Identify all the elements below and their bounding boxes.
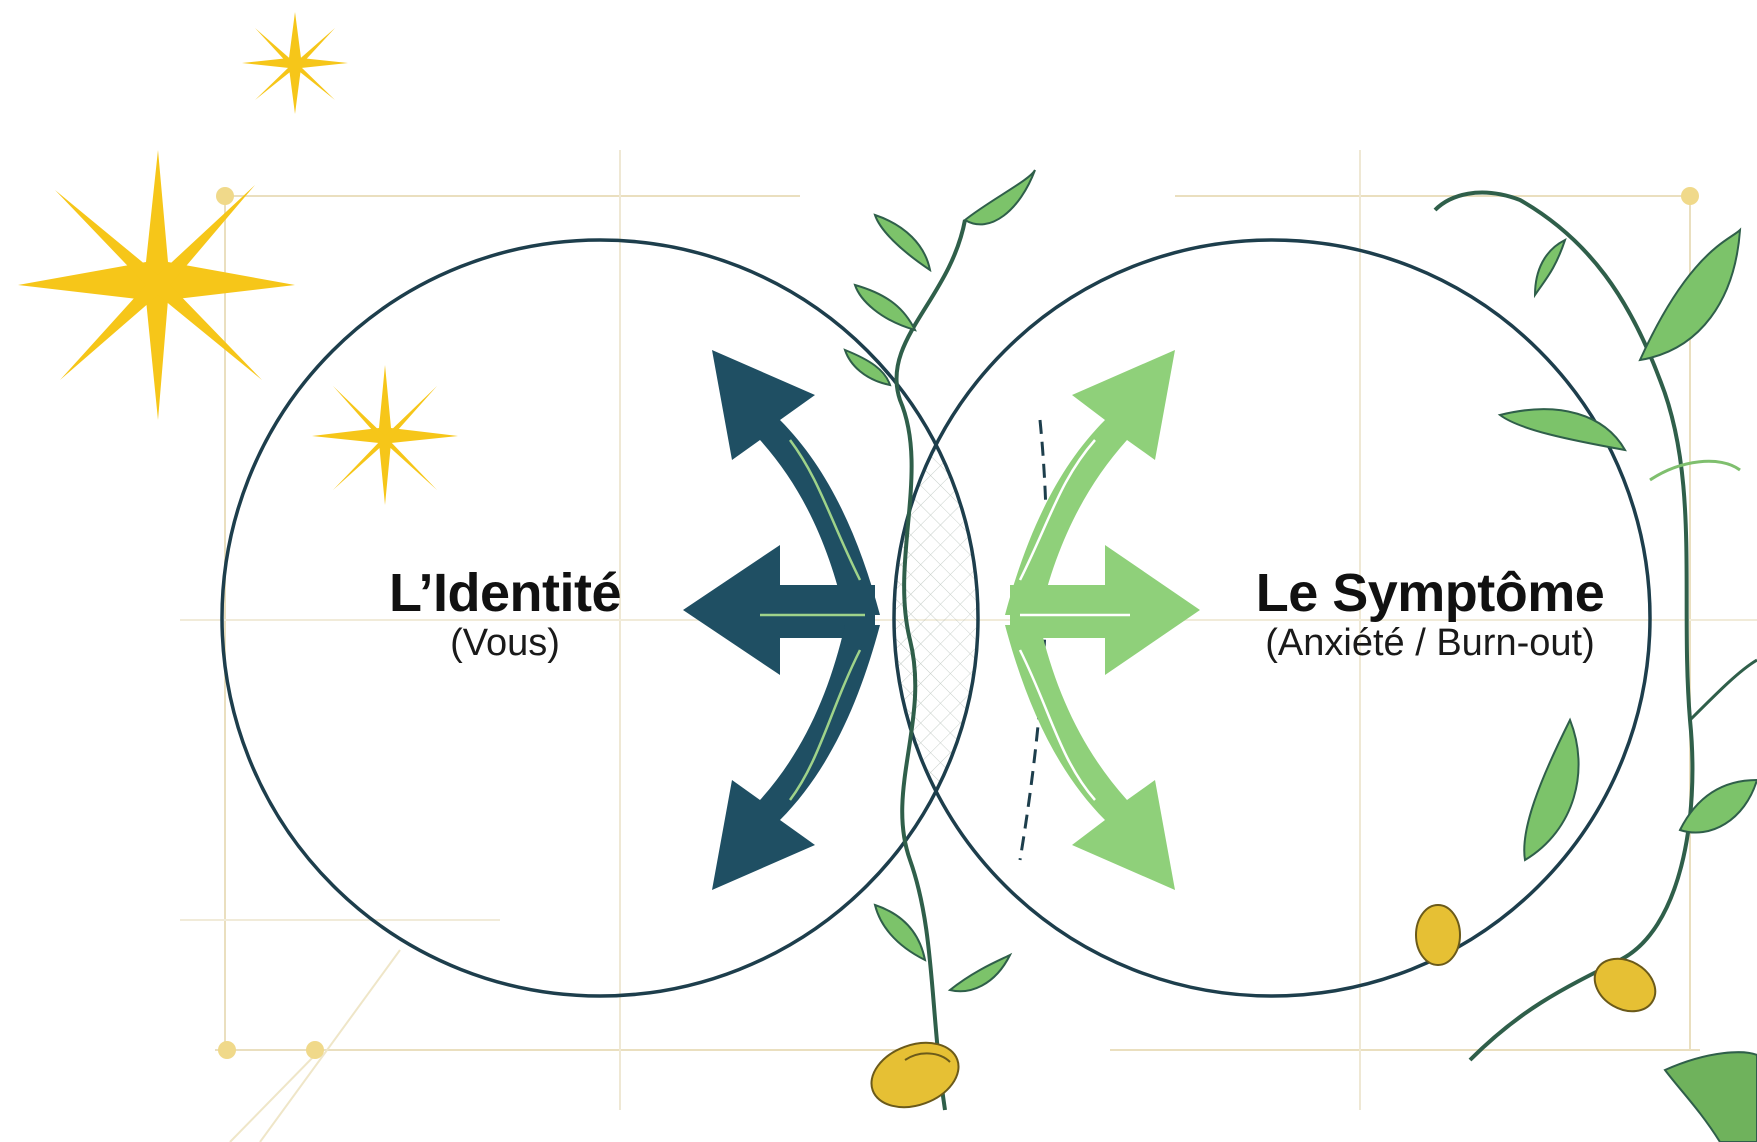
arrow-icon bbox=[683, 350, 880, 890]
sparkle-icon bbox=[18, 150, 295, 420]
sparkle-icon bbox=[312, 365, 458, 505]
symptom-subtitle: (Anxiété / Burn-out) bbox=[1265, 621, 1595, 664]
arrow-icon bbox=[1005, 350, 1200, 890]
sparkle-icon bbox=[242, 12, 348, 114]
leaf-icon bbox=[843, 169, 1036, 993]
grid-dots bbox=[216, 187, 1699, 1059]
symptom-label: Le Symptôme (Anxiété / Burn-out) bbox=[1200, 565, 1660, 665]
identity-subtitle: (Vous) bbox=[450, 621, 560, 664]
identity-circle bbox=[220, 238, 980, 998]
leaf-icon bbox=[1663, 1051, 1757, 1142]
leaf-icon bbox=[1497, 227, 1757, 862]
seed-icon bbox=[1415, 904, 1657, 1013]
seed-icon bbox=[870, 1041, 960, 1109]
identity-label: L’Identité (Vous) bbox=[340, 565, 670, 665]
right-vine bbox=[1415, 190, 1757, 1142]
symptom-title: Le Symptôme bbox=[1255, 563, 1605, 623]
identity-title: L’Identité bbox=[388, 563, 622, 623]
central-vine bbox=[843, 169, 1036, 1111]
arrow-vine-decoration bbox=[760, 439, 1130, 801]
symptom-circle bbox=[892, 238, 1652, 998]
